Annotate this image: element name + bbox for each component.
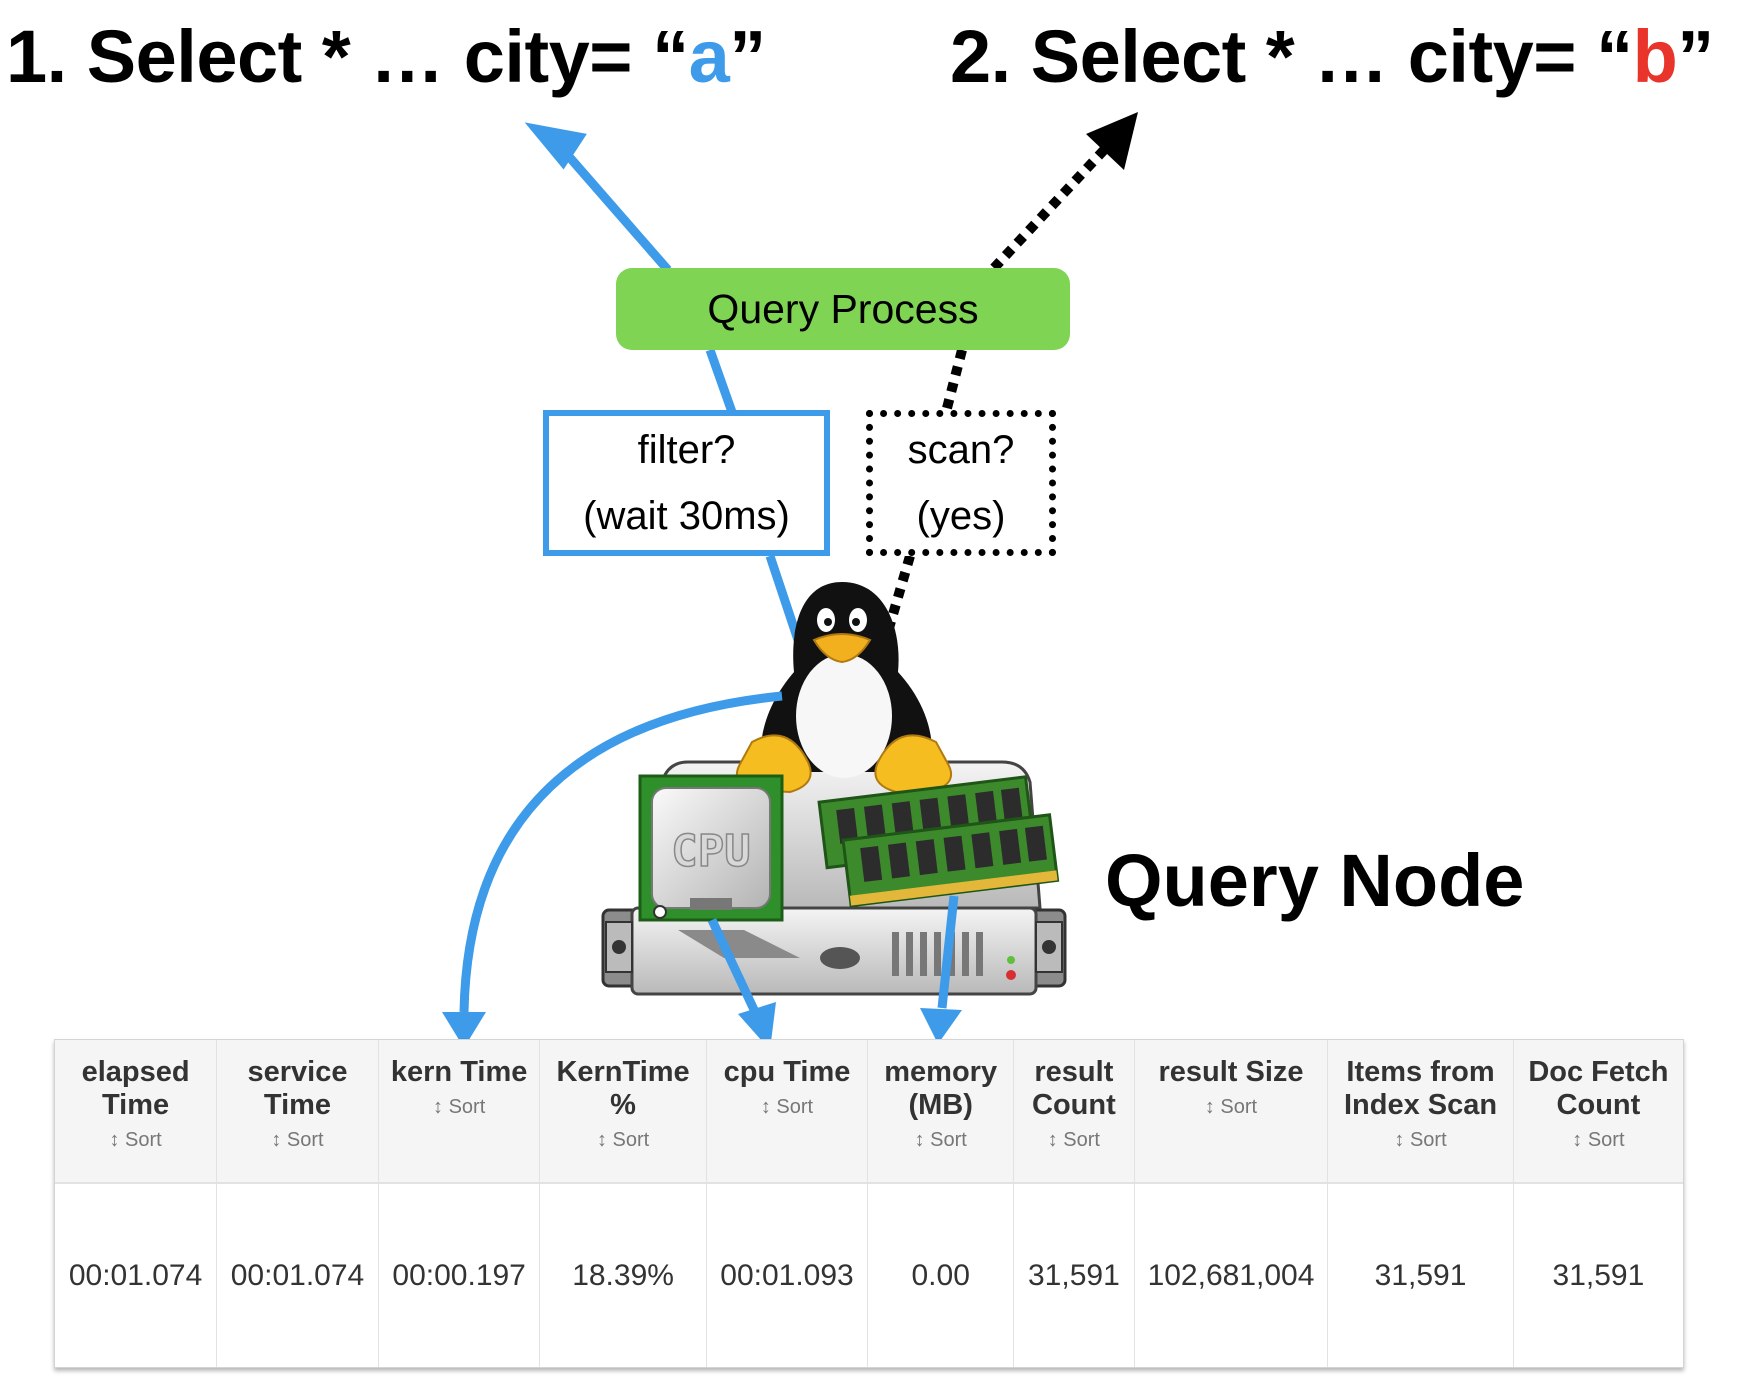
connector-scan-to-process bbox=[941, 348, 967, 414]
metric-value-1: 00:01.074 bbox=[216, 1183, 379, 1367]
query-1-city-value: a bbox=[688, 15, 730, 98]
scan-box: scan? (yes) bbox=[866, 410, 1056, 556]
column-header-7[interactable]: result Size ↕ Sort bbox=[1134, 1040, 1329, 1184]
query-node-label: Query Node bbox=[1105, 839, 1525, 922]
column-header-3[interactable]: KernTime % ↕ Sort bbox=[539, 1040, 707, 1184]
filter-detail: (wait 30ms) bbox=[583, 494, 790, 538]
linux-tux-icon bbox=[736, 582, 952, 794]
sort-button[interactable]: ↕ Sort bbox=[1204, 1096, 1258, 1118]
column-header-9[interactable]: Doc Fetch Count ↕ Sort bbox=[1513, 1040, 1683, 1184]
column-title: result Size bbox=[1158, 1056, 1304, 1088]
column-title: memory (MB) bbox=[884, 1056, 998, 1121]
sort-button[interactable]: ↕ Sort bbox=[433, 1096, 486, 1118]
metric-value-0: 00:01.074 bbox=[55, 1183, 218, 1367]
metric-value-6: 31,591 bbox=[1013, 1183, 1135, 1367]
column-header-5[interactable]: memory (MB) ↕ Sort bbox=[867, 1040, 1015, 1184]
column-header-0[interactable]: elapsed Time ↕ Sort bbox=[55, 1040, 218, 1184]
query-process-box: Query Process bbox=[616, 268, 1070, 350]
query-2-title: 2. Select * … city= “b” bbox=[950, 15, 1714, 98]
metric-value-5: 0.00 bbox=[867, 1183, 1015, 1367]
sort-button[interactable]: ↕ Sort bbox=[914, 1129, 967, 1151]
scan-label: scan? bbox=[907, 428, 1015, 472]
metric-value-7: 102,681,004 bbox=[1134, 1183, 1329, 1367]
column-title: kern Time bbox=[390, 1056, 528, 1088]
column-header-8[interactable]: Items from Index Scan ↕ Sort bbox=[1327, 1040, 1514, 1184]
column-title: Doc Fetch Count bbox=[1528, 1056, 1669, 1121]
query-1-title: 1. Select * … city= “a” bbox=[6, 15, 766, 98]
column-title: result Count bbox=[1032, 1056, 1116, 1121]
filter-box: filter? (wait 30ms) bbox=[543, 410, 830, 556]
arrow-memory-to-memory-column bbox=[920, 895, 962, 1044]
column-title: elapsed Time bbox=[81, 1056, 190, 1121]
column-header-1[interactable]: service Time ↕ Sort bbox=[216, 1040, 379, 1184]
column-title: Items from Index Scan bbox=[1343, 1056, 1498, 1121]
scan-detail: (yes) bbox=[916, 494, 1006, 538]
metric-value-9: 31,591 bbox=[1552, 1258, 1645, 1292]
arrow-process-to-query-2 bbox=[990, 112, 1138, 272]
arrow-process-to-query-1 bbox=[524, 122, 672, 273]
column-header-6[interactable]: result Count ↕ Sort bbox=[1013, 1040, 1135, 1184]
sort-button[interactable]: ↕ Sort bbox=[760, 1096, 814, 1118]
query-2-city-value: b bbox=[1632, 15, 1678, 98]
connector-filter-to-process bbox=[705, 348, 737, 414]
arrow-cpu-to-cpu-time bbox=[707, 918, 776, 1050]
column-title: cpu Time bbox=[723, 1056, 851, 1088]
column-header-4[interactable]: cpu Time ↕ Sort bbox=[706, 1040, 869, 1184]
metric-value-8: 31,591 bbox=[1327, 1183, 1514, 1367]
column-title: service Time bbox=[247, 1056, 348, 1121]
cpu-chip-label: CPU bbox=[671, 826, 750, 877]
metric-value-3: 18.39% bbox=[539, 1183, 707, 1367]
column-title: KernTime % bbox=[556, 1056, 690, 1121]
sort-button[interactable]: ↕ Sort bbox=[1572, 1129, 1625, 1151]
sort-button[interactable]: ↕ Sort bbox=[271, 1129, 324, 1151]
sort-button[interactable]: ↕ Sort bbox=[596, 1129, 650, 1151]
sort-button[interactable]: ↕ Sort bbox=[109, 1129, 162, 1151]
arrow-node-to-kern-time bbox=[442, 691, 783, 1048]
memory-module-icon bbox=[817, 775, 1060, 908]
column-header-2[interactable]: kern Time ↕ Sort bbox=[378, 1040, 541, 1184]
metric-value-2: 00:00.197 bbox=[378, 1183, 541, 1367]
filter-label: filter? bbox=[637, 428, 736, 472]
cpu-chip-icon: CPU bbox=[638, 774, 784, 922]
sort-button[interactable]: ↕ Sort bbox=[1394, 1129, 1447, 1151]
sort-button[interactable]: ↕ Sort bbox=[1047, 1129, 1100, 1151]
metric-value-4: 00:01.093 bbox=[706, 1183, 869, 1367]
